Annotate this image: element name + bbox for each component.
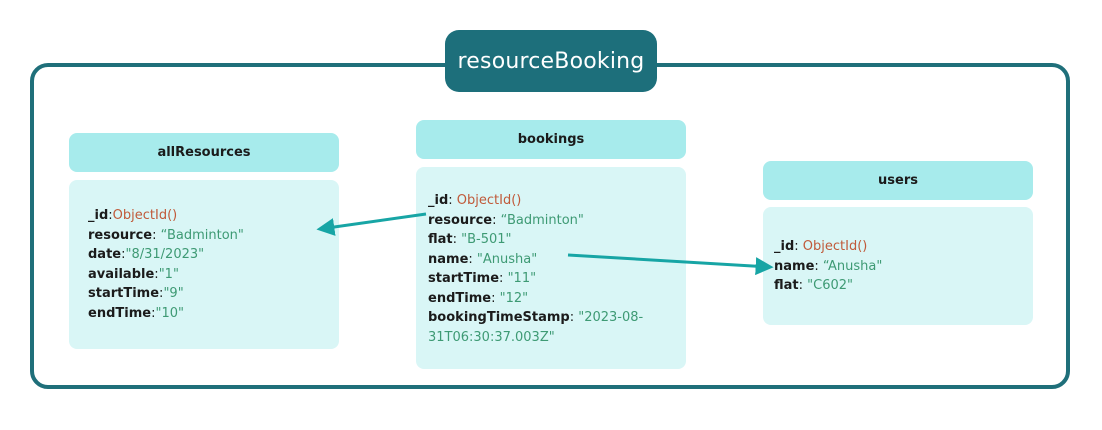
field-row: endTime:"10" bbox=[88, 304, 339, 324]
field-key: bookingTimeStamp bbox=[428, 310, 570, 325]
field-value: "9" bbox=[163, 286, 184, 301]
field-value: "2023-08-31T06:30:37.003Z" bbox=[428, 310, 644, 345]
collection-header-allresources: allResources bbox=[69, 133, 339, 172]
field-value: “Anusha" bbox=[822, 258, 883, 274]
field-row: resource: “Badminton" bbox=[88, 226, 339, 246]
field-row: _id:ObjectId() bbox=[88, 206, 339, 226]
field-key: resource bbox=[88, 227, 153, 243]
field-separator: : bbox=[569, 310, 579, 325]
field-row: date:"8/31/2023" bbox=[88, 245, 339, 265]
field-value: “Badminton" bbox=[160, 227, 244, 243]
field-value: “Badminton" bbox=[500, 212, 584, 228]
field-separator: : bbox=[491, 290, 500, 306]
field-key: available bbox=[88, 266, 155, 282]
field-key: endTime bbox=[428, 290, 492, 306]
field-value: "1" bbox=[158, 266, 179, 282]
field-row: flat: "C602" bbox=[774, 276, 1033, 296]
field-separator: : bbox=[108, 208, 113, 223]
field-value: "11" bbox=[507, 271, 537, 286]
field-separator: : bbox=[152, 227, 161, 243]
collection-body-bookings: _id: ObjectId()resource: “Badminton"flat… bbox=[416, 167, 686, 369]
field-key: _id bbox=[428, 193, 449, 208]
field-value: "12" bbox=[499, 290, 529, 306]
field-key: name bbox=[774, 258, 815, 274]
field-separator: : bbox=[448, 193, 457, 208]
field-separator: : bbox=[154, 266, 159, 282]
field-value: ObjectId() bbox=[112, 208, 178, 223]
field-list: _id: ObjectId()name: “Anusha"flat: "C602… bbox=[774, 237, 1033, 296]
field-row: available:"1" bbox=[88, 265, 339, 285]
field-value: ObjectId() bbox=[802, 239, 868, 254]
field-value: "10" bbox=[155, 305, 184, 321]
collection-body-users: _id: ObjectId()name: “Anusha"flat: "C602… bbox=[763, 207, 1033, 325]
field-separator: : bbox=[452, 232, 462, 247]
arrow-bookings-to-allresources bbox=[316, 212, 427, 236]
field-value: "C602" bbox=[807, 278, 853, 293]
field-row: endTime: "12" bbox=[428, 289, 668, 309]
collection-header-bookings: bookings bbox=[416, 120, 686, 159]
field-separator: : bbox=[814, 258, 823, 274]
field-row: flat: "B-501" bbox=[428, 230, 668, 250]
field-value: "8/31/2023" bbox=[125, 247, 205, 262]
field-row: name: "Anusha" bbox=[428, 250, 668, 270]
field-separator: : bbox=[798, 278, 808, 293]
collection-name: bookings bbox=[517, 132, 585, 147]
field-row: name: “Anusha" bbox=[774, 257, 1033, 277]
field-row: bookingTimeStamp: "2023-08-31T06:30:37.0… bbox=[428, 308, 668, 347]
diagram-title: resourceBooking bbox=[445, 30, 657, 92]
collection-header-users: users bbox=[763, 161, 1033, 200]
field-value: "B-501" bbox=[461, 232, 512, 247]
collection-name: users bbox=[878, 173, 918, 188]
field-row: startTime: "11" bbox=[428, 269, 668, 289]
field-key: startTime bbox=[88, 286, 160, 301]
field-key: flat bbox=[774, 278, 799, 293]
field-row: _id: ObjectId() bbox=[428, 191, 668, 211]
field-key: flat bbox=[428, 232, 453, 247]
field-row: _id: ObjectId() bbox=[774, 237, 1033, 257]
field-key: _id bbox=[774, 239, 795, 254]
field-separator: : bbox=[159, 286, 164, 301]
field-key: _id bbox=[88, 208, 109, 223]
field-value: ObjectId() bbox=[456, 193, 522, 208]
field-separator: : bbox=[492, 212, 501, 228]
field-separator: : bbox=[151, 305, 156, 321]
field-key: resource bbox=[428, 212, 493, 228]
field-value: "Anusha" bbox=[476, 251, 538, 267]
field-row: startTime:"9" bbox=[88, 284, 339, 304]
field-list: _id:ObjectId()resource: “Badminton"date:… bbox=[88, 206, 339, 323]
field-key: name bbox=[428, 251, 469, 267]
collection-body-allresources: _id:ObjectId()resource: “Badminton"date:… bbox=[69, 180, 339, 349]
field-separator: : bbox=[499, 271, 508, 286]
field-row: resource: “Badminton" bbox=[428, 211, 668, 231]
collection-name: allResources bbox=[157, 145, 251, 160]
field-separator: : bbox=[121, 247, 126, 262]
field-list: _id: ObjectId()resource: “Badminton"flat… bbox=[428, 191, 668, 347]
arrow-bookings-to-users bbox=[567, 253, 774, 276]
field-key: startTime bbox=[428, 271, 500, 286]
field-key: date bbox=[88, 247, 122, 262]
field-separator: : bbox=[468, 251, 477, 267]
field-key: endTime bbox=[88, 305, 152, 321]
field-separator: : bbox=[794, 239, 803, 254]
